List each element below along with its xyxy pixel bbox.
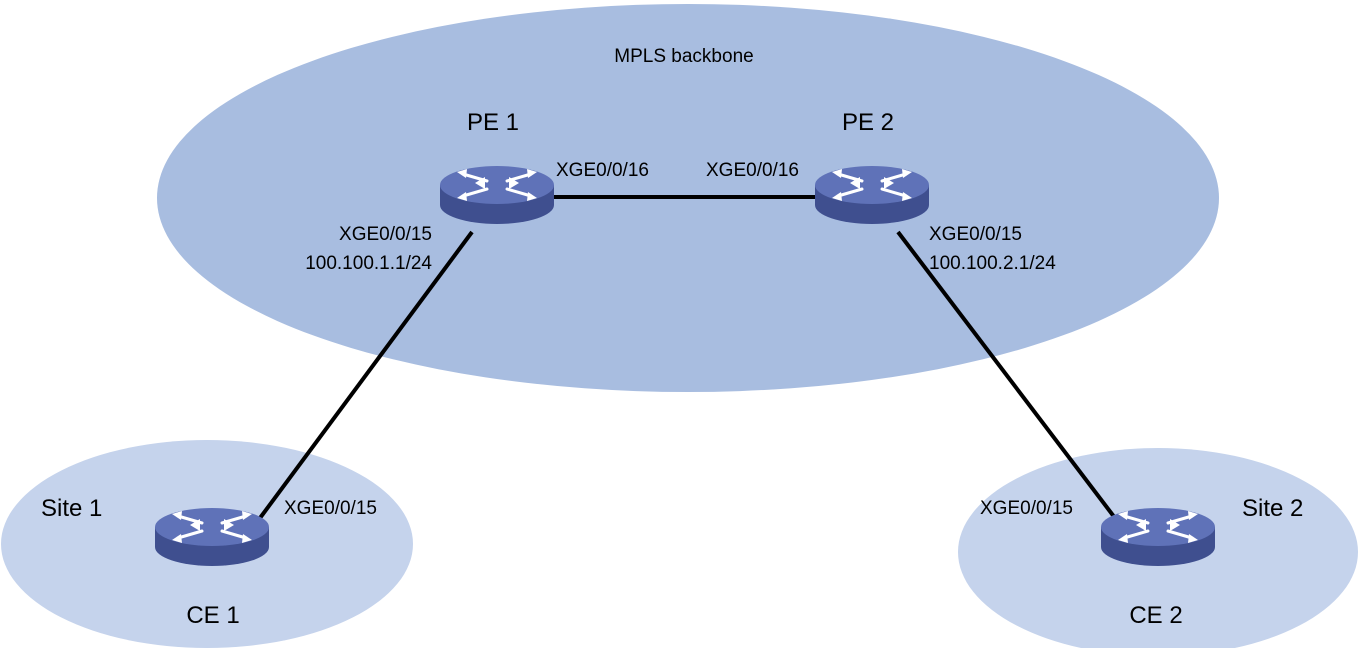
pe1-pe2-interface-label: XGE0/0/16 (556, 160, 649, 181)
ce2-pe2-interface-label: XGE0/0/15 (980, 498, 1073, 519)
ce1-label: CE 1 (186, 602, 239, 629)
router-icon (1099, 506, 1217, 568)
ce1-pe1-interface-label: XGE0/0/15 (284, 498, 377, 519)
link-pe2-ce2 (896, 230, 1117, 520)
pe1-label: PE 1 (467, 109, 519, 136)
router-icon (813, 164, 931, 226)
pe2-label: PE 2 (842, 109, 894, 136)
pe1-ce1-interface-label: XGE0/0/15 (339, 224, 432, 245)
site2-label: Site 2 (1242, 495, 1303, 522)
pe2-ce2-ip-label: 100.100.2.1/24 (929, 253, 1056, 274)
router-icon (438, 164, 556, 226)
pe1-ce1-ip-label: 100.100.1.1/24 (305, 253, 432, 274)
backbone-label: MPLS backbone (614, 46, 753, 67)
router-icon (153, 506, 271, 568)
pe2-ce2-interface-label: XGE0/0/15 (929, 224, 1022, 245)
site1-label: Site 1 (41, 495, 102, 522)
pe2-pe1-interface-label: XGE0/0/16 (706, 160, 799, 181)
link-pe1-ce1 (258, 230, 474, 520)
ce2-label: CE 2 (1129, 602, 1182, 629)
